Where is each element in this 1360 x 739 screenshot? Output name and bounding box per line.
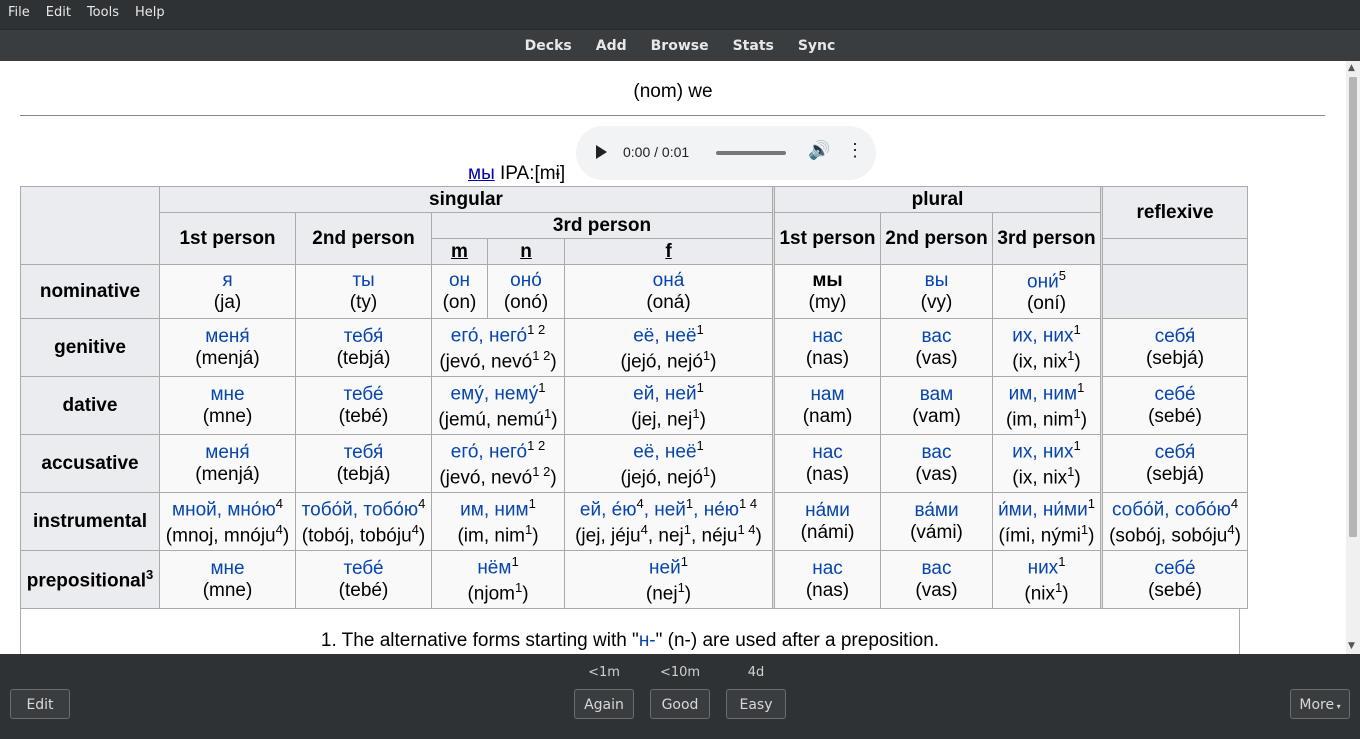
good-button[interactable]: Good bbox=[650, 689, 710, 719]
interval-again: <1m bbox=[588, 665, 620, 680]
vertical-scrollbar[interactable]: ▲ ▼ bbox=[1346, 61, 1360, 654]
word-link[interactable]: мы bbox=[468, 163, 495, 184]
header-plural: plural bbox=[774, 186, 1101, 213]
row-instrumental: instrumental bbox=[20, 492, 160, 551]
reflexive-blank bbox=[1102, 238, 1248, 265]
header-n: n bbox=[520, 240, 532, 262]
row-accusative: accusative bbox=[20, 434, 160, 493]
header-reflexive: reflexive bbox=[1102, 186, 1248, 239]
card-content: (nom) we 0:00 / 0:01 🔊 ⋮ мы IPA:[mɨ] sin… bbox=[0, 61, 1346, 654]
ipa-text: IPA:[mɨ] bbox=[500, 163, 566, 184]
menu-bar: File Edit Tools Help bbox=[0, 0, 1360, 26]
header-sg-1st: 1st person bbox=[159, 212, 296, 265]
menu-file[interactable]: File bbox=[8, 5, 30, 20]
header-pl-1st: 1st person bbox=[774, 212, 881, 265]
scroll-down-icon[interactable]: ▼ bbox=[1348, 641, 1355, 651]
edit-button[interactable]: Edit bbox=[10, 689, 70, 719]
row-dative: dative bbox=[20, 376, 160, 435]
header-sg-3rd: 3rd person bbox=[431, 212, 773, 239]
easy-button[interactable]: Easy bbox=[726, 689, 786, 719]
card-question: (nom) we bbox=[633, 81, 713, 102]
toolbar-add[interactable]: Add bbox=[595, 38, 627, 54]
answer-bar: Edit <1m Again <10m Good 4d Easy More ▾ bbox=[0, 654, 1360, 739]
table-row: prepositional3 мне(mne) тебе́(tebé) нём1… bbox=[20, 550, 1248, 609]
scrollbar-thumb[interactable] bbox=[1349, 77, 1357, 537]
word-line: мы IPA:[mɨ] bbox=[468, 163, 565, 185]
header-singular: singular bbox=[159, 186, 773, 213]
header-pl-3rd: 3rd person bbox=[992, 212, 1101, 265]
menu-tools[interactable]: Tools bbox=[86, 5, 119, 20]
audio-time: 0:00 / 0:01 bbox=[623, 144, 690, 160]
header-sg-2nd: 2nd person bbox=[295, 212, 432, 265]
header-f: f bbox=[665, 240, 672, 262]
more-button[interactable]: More ▾ bbox=[1290, 689, 1350, 719]
table-row: accusative меня́(menjá) тебя́(tebjá) его… bbox=[20, 434, 1248, 493]
toolbar-decks[interactable]: Decks bbox=[524, 38, 572, 54]
table-row: genitive меня́(menjá) тебя́(tebjá) его́,… bbox=[20, 318, 1248, 377]
menu-edit[interactable]: Edit bbox=[45, 5, 71, 20]
interval-good: <10m bbox=[659, 665, 701, 680]
volume-icon[interactable]: 🔊 bbox=[808, 140, 831, 160]
again-button[interactable]: Again bbox=[574, 689, 634, 719]
interval-easy: 4d bbox=[747, 665, 765, 680]
audio-progress-slider[interactable] bbox=[716, 151, 786, 155]
header-pl-2nd: 2nd person bbox=[880, 212, 993, 265]
table-row: instrumental мной, мно́ю4(mnoj, mnóju4) … bbox=[20, 492, 1248, 551]
divider bbox=[20, 115, 1325, 116]
corner-cell bbox=[20, 186, 160, 265]
main-toolbar: Decks Add Browse Stats Sync bbox=[0, 29, 1360, 62]
kebab-menu-icon[interactable]: ⋮ bbox=[846, 140, 864, 160]
scroll-up-icon[interactable]: ▲ bbox=[1348, 63, 1355, 73]
toolbar-stats[interactable]: Stats bbox=[732, 38, 774, 54]
header-m: m bbox=[451, 240, 468, 262]
audio-player[interactable]: 0:00 / 0:01 🔊 ⋮ bbox=[576, 126, 876, 180]
play-icon[interactable] bbox=[596, 145, 607, 159]
row-nominative: nominative bbox=[20, 264, 160, 319]
row-prepositional: prepositional3 bbox=[20, 550, 160, 609]
declension-table: singular plural reflexive 1st person 2nd… bbox=[20, 186, 1248, 609]
chevron-down-icon: ▾ bbox=[1334, 702, 1341, 711]
row-genitive: genitive bbox=[20, 318, 160, 377]
toolbar-browse[interactable]: Browse bbox=[650, 38, 709, 54]
footnote: 1. The alternative forms starting with "… bbox=[20, 608, 1240, 654]
table-row: dative мне(mne) тебе́(tebé) ему́, нему́1… bbox=[20, 376, 1248, 435]
menu-help[interactable]: Help bbox=[134, 5, 165, 20]
table-row: nominative я(ja) ты(ty) он(on) оно́(onó)… bbox=[20, 264, 1248, 319]
toolbar-sync[interactable]: Sync bbox=[797, 38, 836, 54]
